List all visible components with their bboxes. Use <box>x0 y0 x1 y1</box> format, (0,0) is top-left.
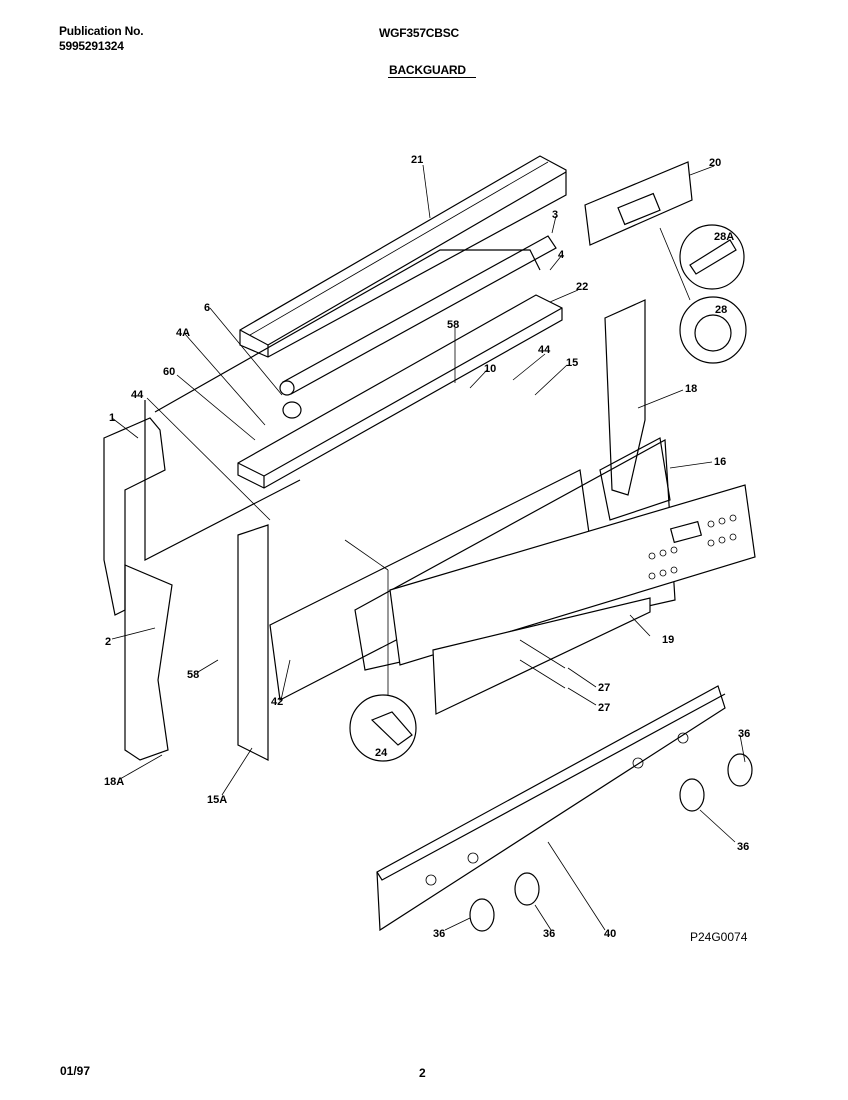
model-number: WGF357CBSC <box>379 26 460 40</box>
part-28a-screw-inset <box>679 224 745 290</box>
callout-19: 19 <box>662 634 674 646</box>
callout-36-left: 36 <box>433 928 445 940</box>
part-15a-side-bracket <box>237 524 269 761</box>
publication-number: 5995291324 <box>59 39 124 53</box>
part-36-knobs <box>469 753 753 932</box>
callout-58-top: 58 <box>447 319 459 331</box>
publication-label: Publication No. <box>59 24 144 38</box>
footer-date: 01/97 <box>60 1064 91 1078</box>
diagram-code: P24G0074 <box>690 930 748 944</box>
callout-4a: 4A <box>176 327 190 339</box>
part-24-valve-inset <box>349 694 417 762</box>
part-18a-side-bracket <box>124 564 173 761</box>
callout-36-right-upper: 36 <box>738 728 750 740</box>
part-16-bracket <box>599 437 671 521</box>
callout-18a: 18A <box>104 776 124 788</box>
callout-44-right: 44 <box>538 344 551 356</box>
callout-36-middle: 36 <box>543 928 555 940</box>
callout-6: 6 <box>204 302 210 314</box>
callout-27-lower: 27 <box>598 702 610 714</box>
callout-15: 15 <box>566 357 578 369</box>
callout-labels: 21 20 3 4 28A 22 6 4A 58 28 44 10 15 60 … <box>104 154 750 940</box>
callout-18: 18 <box>685 383 697 395</box>
part-1-back-panel <box>103 249 541 616</box>
part-21-top-trim <box>239 155 567 358</box>
callout-2: 2 <box>105 636 111 648</box>
section-title: BACKGUARD <box>389 63 466 77</box>
callout-21: 21 <box>411 154 423 166</box>
section-title-underline <box>388 77 476 78</box>
part-20-control-board <box>584 161 693 246</box>
callout-58-bottom: 58 <box>187 669 199 681</box>
callout-3: 3 <box>552 209 558 221</box>
callout-24: 24 <box>375 747 388 759</box>
callout-20: 20 <box>709 157 721 169</box>
callout-10: 10 <box>484 363 496 375</box>
part-22-frame <box>237 294 563 489</box>
callout-28: 28 <box>715 304 727 316</box>
callout-4: 4 <box>558 249 565 261</box>
part-tube <box>279 235 557 419</box>
part-18-bracket <box>604 299 646 496</box>
callout-28a: 28A <box>714 231 734 243</box>
callout-44-left: 44 <box>131 389 144 401</box>
part-40-manifold-panel <box>376 685 726 932</box>
callout-22: 22 <box>576 281 588 293</box>
callout-60: 60 <box>163 366 175 378</box>
part-28-knob-inset <box>679 296 747 364</box>
callout-15a: 15A <box>207 794 227 806</box>
callout-27-upper: 27 <box>598 682 610 694</box>
callout-40: 40 <box>604 928 616 940</box>
callout-36-right-lower: 36 <box>737 841 749 853</box>
callout-16: 16 <box>714 456 726 468</box>
callout-1: 1 <box>109 412 115 424</box>
leader-lines <box>111 164 746 931</box>
callout-42: 42 <box>271 696 283 708</box>
part-19-faceplate <box>389 484 756 715</box>
page-number: 2 <box>419 1066 426 1080</box>
